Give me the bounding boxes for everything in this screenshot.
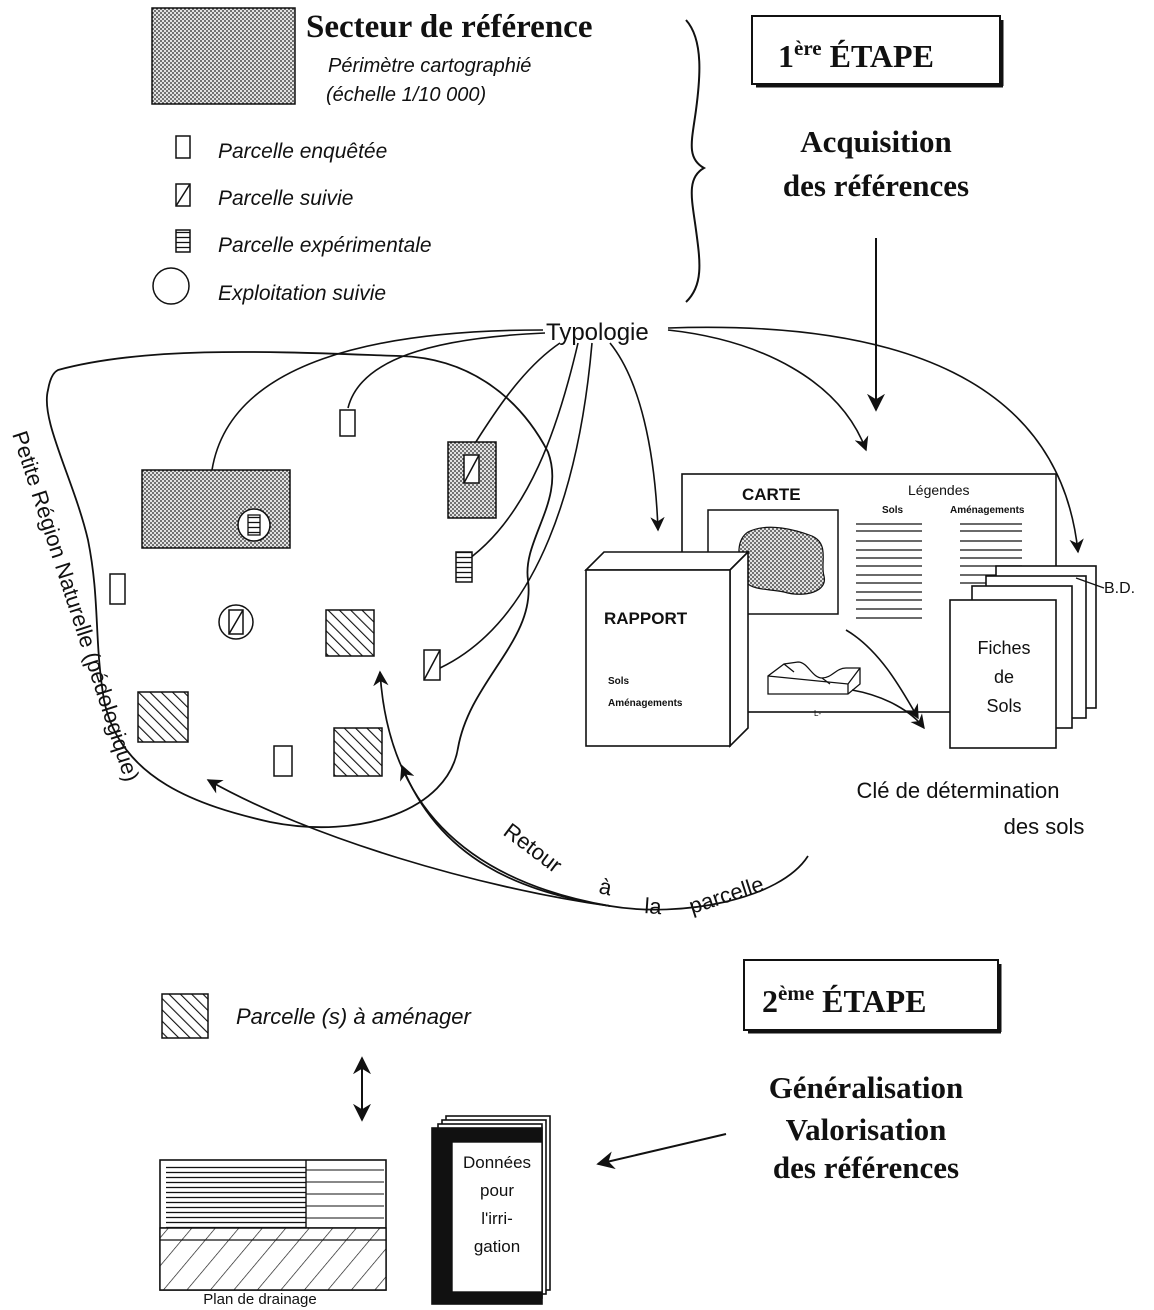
step1-subtitle-line1: Acquisition [800, 124, 952, 159]
legend-reference-sector-title: Secteur de référence [306, 9, 592, 45]
irrigation-book: Données pour l'irri- gation [431, 1115, 551, 1305]
step2: 2ème ÉTAPE Généralisation Valorisation d… [743, 959, 1002, 1185]
step2-title: 2ème ÉTAPE [762, 981, 926, 1019]
report-line2: Aménagements [608, 698, 683, 709]
key-line1: Clé de détermination [856, 778, 1059, 803]
curly-brace [685, 19, 707, 303]
step1-title: 1ère ÉTAPE [778, 36, 934, 74]
legend-monitored-farm: Exploitation suivie [218, 282, 386, 305]
typology-links [211, 326, 1084, 669]
irrigation-line4: gation [474, 1237, 520, 1256]
natural-region-outline [45, 351, 554, 829]
map-carte-title: CARTE [742, 485, 801, 504]
step1-subtitle-line2: des références [783, 168, 969, 203]
typology-label: Typologie [546, 319, 649, 346]
step2-line3: des références [773, 1150, 959, 1185]
step1-box [751, 15, 1001, 85]
monitored-plot-in-subsector [463, 454, 480, 484]
experimental-plot [455, 551, 473, 583]
legend-experimental-plot: Parcelle expérimentale [218, 234, 432, 257]
key-arrows [845, 629, 925, 730]
plot-to-develop-icon [161, 993, 209, 1039]
experimental-plot-in-farm [247, 514, 261, 536]
map-axis-tick: L- [814, 709, 821, 718]
bd-leader-line [1075, 577, 1105, 589]
surveyed-plot-icon [175, 135, 191, 159]
reference-sector-swatch [151, 7, 296, 105]
drainage-plan-label: Plan de drainage [203, 1291, 316, 1308]
key-line2: des sols [1004, 814, 1085, 839]
svg-text:parcelle: parcelle [686, 871, 767, 919]
irrigation-line1: Données [463, 1153, 531, 1172]
soil-sheets-stack: Fiches de Sols B.D. [949, 565, 1135, 749]
return-label: Retour à la parcelle [499, 818, 767, 919]
svg-text:à: à [597, 873, 615, 900]
step2-line1: Généralisation [769, 1070, 964, 1105]
fiches-line3: Sols [986, 696, 1021, 716]
report-line1: Sols [608, 676, 630, 687]
experimental-plot-icon [175, 229, 191, 253]
surveyed-plot [273, 745, 293, 777]
legend-surveyed-plot: Parcelle enquêtée [218, 140, 387, 163]
step2-arrow [596, 1133, 727, 1170]
irrigation-line2: pour [480, 1181, 514, 1200]
step2-line2: Valorisation [786, 1112, 947, 1147]
terrain-block-diagram [767, 661, 861, 695]
step1: 1ère ÉTAPE Acquisition des références [751, 15, 1004, 412]
svg-text:la: la [644, 893, 664, 919]
region-label: Petite Région Naturelle (pédologique) [7, 428, 144, 785]
fiches-line1: Fiches [977, 638, 1030, 658]
monitored-farm-icon [152, 267, 190, 305]
region-plots [109, 409, 497, 777]
report-title: RAPPORT [604, 609, 688, 628]
return-arrows [206, 670, 809, 911]
legend-lines-sols [856, 523, 922, 619]
plots-to-develop-label: Parcelle (s) à aménager [236, 1004, 472, 1029]
monitored-plot [423, 649, 441, 681]
plot-to-develop [325, 609, 375, 657]
fiches-line2: de [994, 667, 1014, 687]
drainage-plan [159, 1159, 387, 1291]
reference-sector-plot [141, 469, 291, 549]
map-legendes-title: Légendes [908, 482, 970, 498]
svg-text:Retour: Retour [499, 818, 567, 878]
monitored-plot-icon [175, 183, 191, 207]
plot-to-develop [333, 727, 383, 777]
legend: Secteur de référence Périmètre cartograp… [151, 7, 592, 305]
step2-box [743, 959, 999, 1031]
legend-mapped-perimeter: Périmètre cartographié [328, 55, 531, 77]
map-amenagements-heading: Aménagements [950, 505, 1025, 516]
monitored-plot-in-farm [228, 609, 244, 635]
surveyed-plot [339, 409, 356, 437]
map-soil-blob [738, 526, 825, 595]
report-box: RAPPORT Sols Aménagements [584, 550, 750, 748]
bd-label: B.D. [1104, 580, 1135, 597]
map-sols-heading: Sols [882, 505, 904, 516]
irrigation-line3: l'irri- [481, 1209, 513, 1228]
surveyed-plot [109, 573, 126, 605]
plot-to-develop [137, 691, 189, 743]
legend-scale: (échelle 1/10 000) [326, 84, 486, 106]
legend-monitored-plot: Parcelle suivie [218, 187, 353, 210]
